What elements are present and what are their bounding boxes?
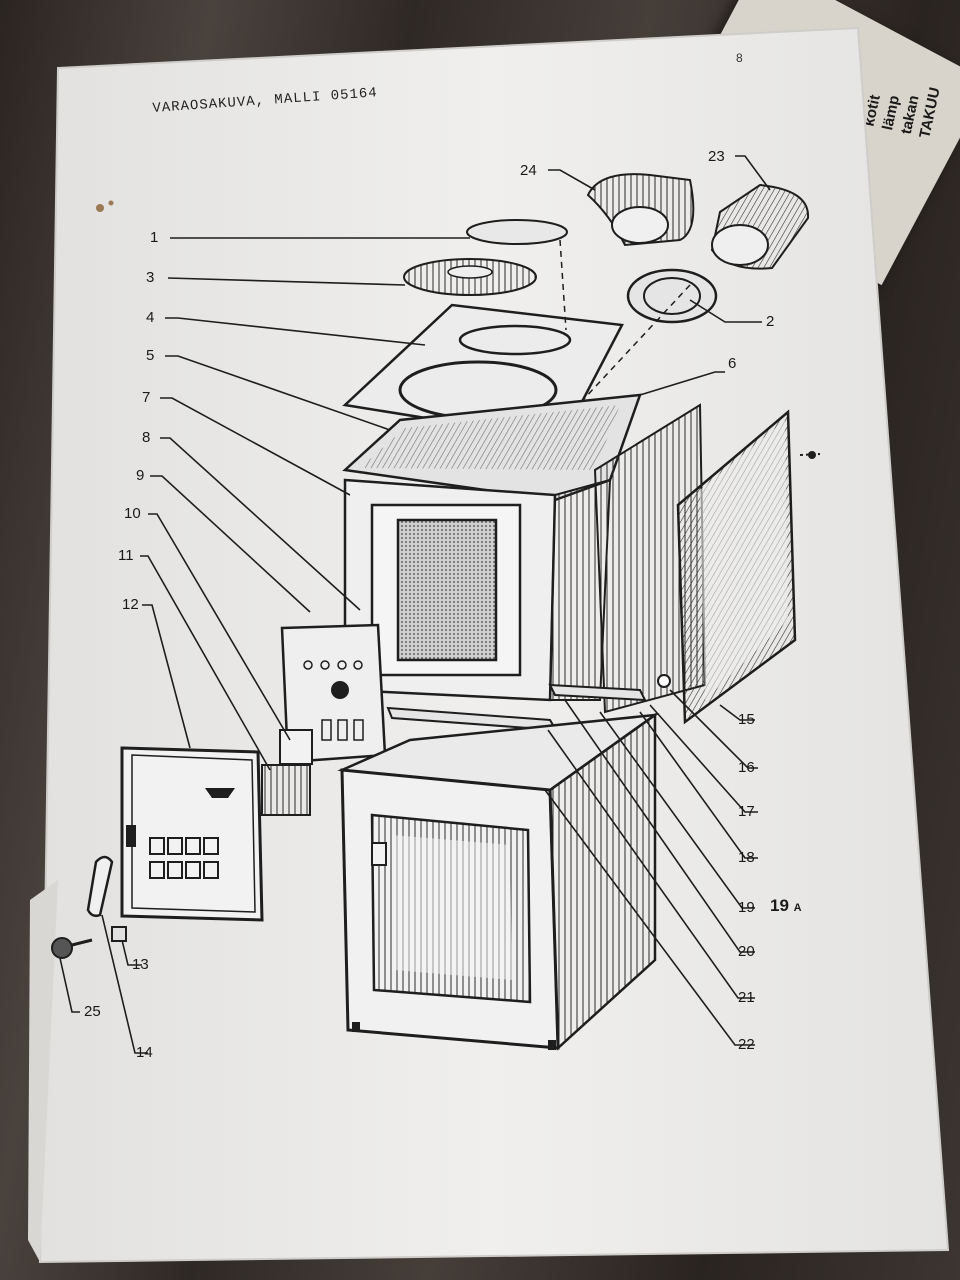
callout-19a-number: 19 [770, 896, 789, 915]
callout-14: 14 [136, 1044, 153, 1061]
callout-23: 23 [708, 148, 725, 165]
callout-3: 3 [146, 269, 155, 286]
part-7-glass [396, 518, 498, 662]
part-10-plate [279, 729, 313, 765]
callout-9: 9 [136, 467, 145, 484]
callout-19: 19 [738, 899, 755, 916]
callout-25: 25 [84, 1003, 101, 1020]
callout-11: 11 [118, 547, 134, 564]
callout-16: 16 [738, 759, 755, 776]
callout-13: 13 [132, 956, 149, 973]
firebox-side [548, 478, 612, 701]
callout-24: 24 [520, 162, 537, 179]
paper-fold-shadow [28, 880, 58, 1262]
door-vent-grid [149, 837, 219, 879]
callout-19a-suffix: A [793, 902, 802, 914]
callout-8: 8 [142, 429, 151, 446]
part-16-knob [657, 674, 671, 688]
part-1-lid [466, 219, 568, 245]
callout-5: 5 [146, 347, 155, 364]
part-13-latch [111, 926, 127, 942]
rust-stain [96, 204, 104, 212]
part-14-handle [86, 855, 114, 918]
callout-7: 7 [142, 389, 151, 406]
callout-19a: 19 A [770, 896, 802, 916]
part-11-bracket [261, 764, 311, 816]
callout-6: 6 [728, 355, 737, 372]
callout-10: 10 [124, 505, 141, 522]
callout-20: 20 [738, 943, 755, 960]
part-20-bottom-plate [548, 683, 647, 702]
callout-12: 12 [122, 596, 139, 613]
rust-stain [108, 200, 114, 206]
callout-2: 2 [766, 313, 775, 330]
callout-1: 1 [150, 229, 159, 246]
page-number: 8 [736, 51, 743, 65]
cabinet-door-handle [371, 842, 387, 866]
callout-17: 17 [738, 803, 755, 820]
part-12-door [120, 746, 264, 922]
part-2-collar [626, 268, 718, 324]
callout-4: 4 [146, 309, 155, 326]
leader-lines [59, 155, 771, 1054]
callout-15: 15 [738, 711, 755, 728]
part-25-knob [51, 937, 73, 959]
callout-22: 22 [738, 1036, 755, 1053]
callout-21: 21 [738, 989, 755, 1006]
callout-18: 18 [738, 849, 755, 866]
